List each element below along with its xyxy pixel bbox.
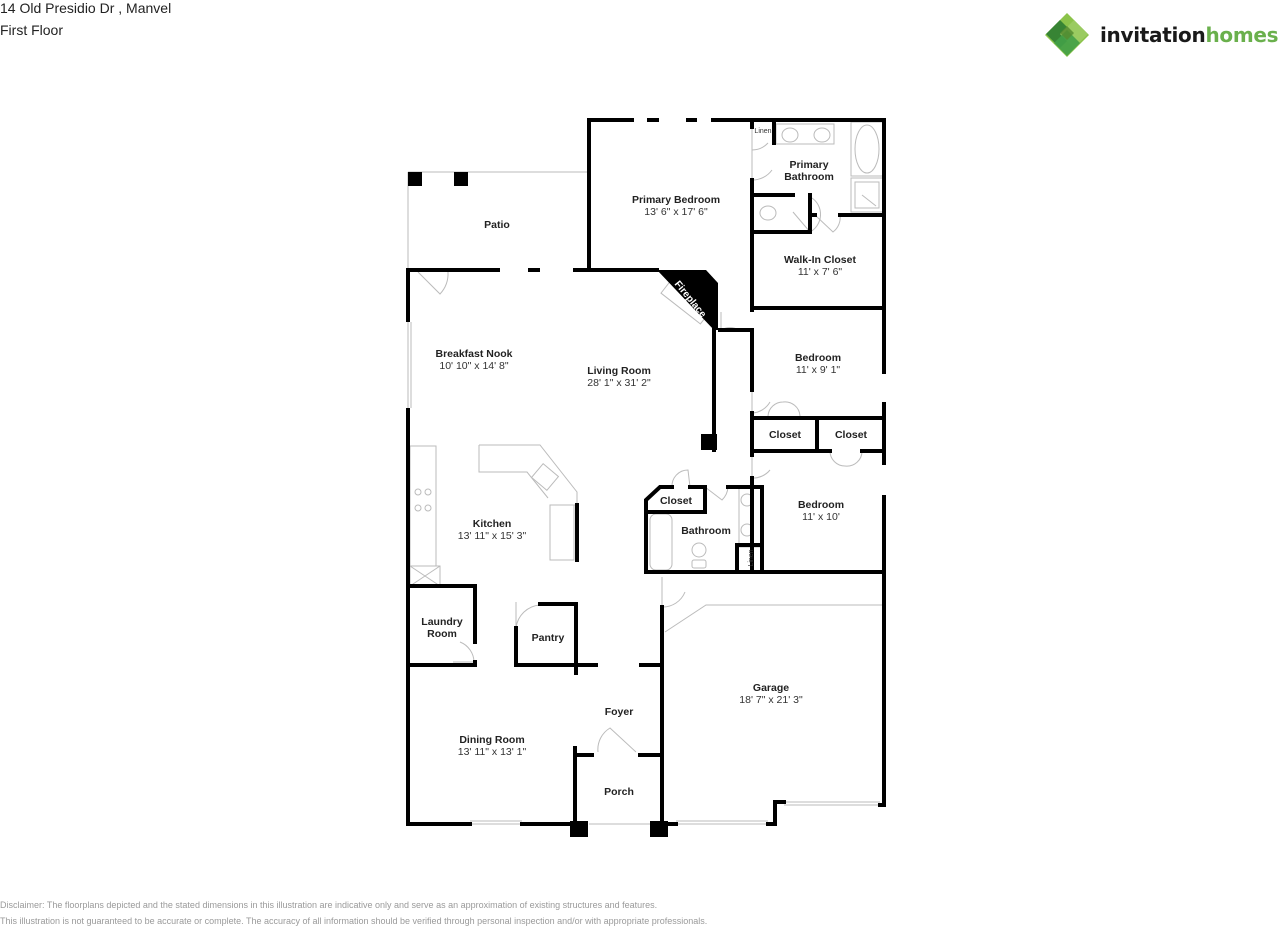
room-dims-garage: 18' 7" x 21' 3" — [739, 694, 803, 706]
room-label-closet-2: Closet — [835, 429, 868, 441]
logo-wordmark: invitationhomes — [1100, 23, 1279, 47]
room-dims-living-room: 28' 1" x 31' 2" — [587, 377, 651, 389]
room-label-garage: Garage — [753, 682, 789, 694]
disclaimer: Disclaimer: The floorplans depicted and … — [0, 897, 707, 929]
room-dims-dining-room: 13' 11" x 13' 1" — [458, 746, 527, 758]
brand-logo: invitationhomes — [1044, 12, 1279, 58]
room-label-closet-bath: Closet — [660, 495, 693, 507]
room-label-closet-1: Closet — [769, 429, 802, 441]
room-dims-primary-bedroom: 13' 6" x 17' 6" — [644, 206, 708, 218]
disclaimer-line-1: Disclaimer: The floorplans depicted and … — [0, 900, 658, 910]
room-label-primary-bathroom-2: Bathroom — [784, 171, 834, 183]
room-dims-kitchen: 13' 11" x 15' 3" — [458, 530, 527, 542]
room-dims-breakfast-nook: 10' 10" x 14' 8" — [439, 360, 509, 372]
property-address: 14 Old Presidio Dr , Manvel — [0, 0, 172, 16]
room-dims-bedroom-1: 11' x 9' 1" — [796, 364, 841, 376]
room-label-foyer: Foyer — [605, 706, 634, 718]
room-label-breakfast-nook: Breakfast Nook — [435, 348, 512, 360]
room-label-dining-room: Dining Room — [459, 734, 524, 746]
room-label-linen-bath: Linen — [748, 549, 755, 566]
page-header: 14 Old Presidio Dr , Manvel First Floor — [0, 0, 171, 41]
room-label-bedroom-2: Bedroom — [798, 499, 844, 511]
floor-label: First Floor — [0, 22, 63, 38]
room-label-kitchen: Kitchen — [473, 518, 512, 530]
room-label-primary-bedroom: Primary Bedroom — [632, 194, 720, 206]
room-label-living-room: Living Room — [587, 365, 651, 377]
room-dims-bedroom-2: 11' x 10' — [802, 511, 840, 523]
room-label-bathroom: Bathroom — [681, 525, 731, 537]
room-label-bedroom-1: Bedroom — [795, 352, 841, 364]
logo-word-homes: homes — [1205, 23, 1279, 47]
logo-word-invitation: invitation — [1100, 23, 1206, 47]
room-label-patio: Patio — [484, 219, 510, 231]
logo-diamond-icon — [1045, 13, 1089, 57]
room-label-primary-bathroom-1: Primary — [789, 159, 828, 171]
room-label-laundry-1: Laundry — [421, 616, 463, 628]
room-label-laundry-2: Room — [427, 628, 457, 640]
disclaimer-line-2: This illustration is not guaranteed to b… — [0, 916, 708, 926]
room-dims-walk-in-closet: 11' x 7' 6" — [798, 266, 843, 278]
room-label-walk-in-closet: Walk-In Closet — [784, 254, 856, 266]
room-label-linen-primary: Linen — [754, 128, 771, 135]
room-label-porch: Porch — [604, 786, 634, 798]
room-label-pantry: Pantry — [532, 632, 565, 644]
